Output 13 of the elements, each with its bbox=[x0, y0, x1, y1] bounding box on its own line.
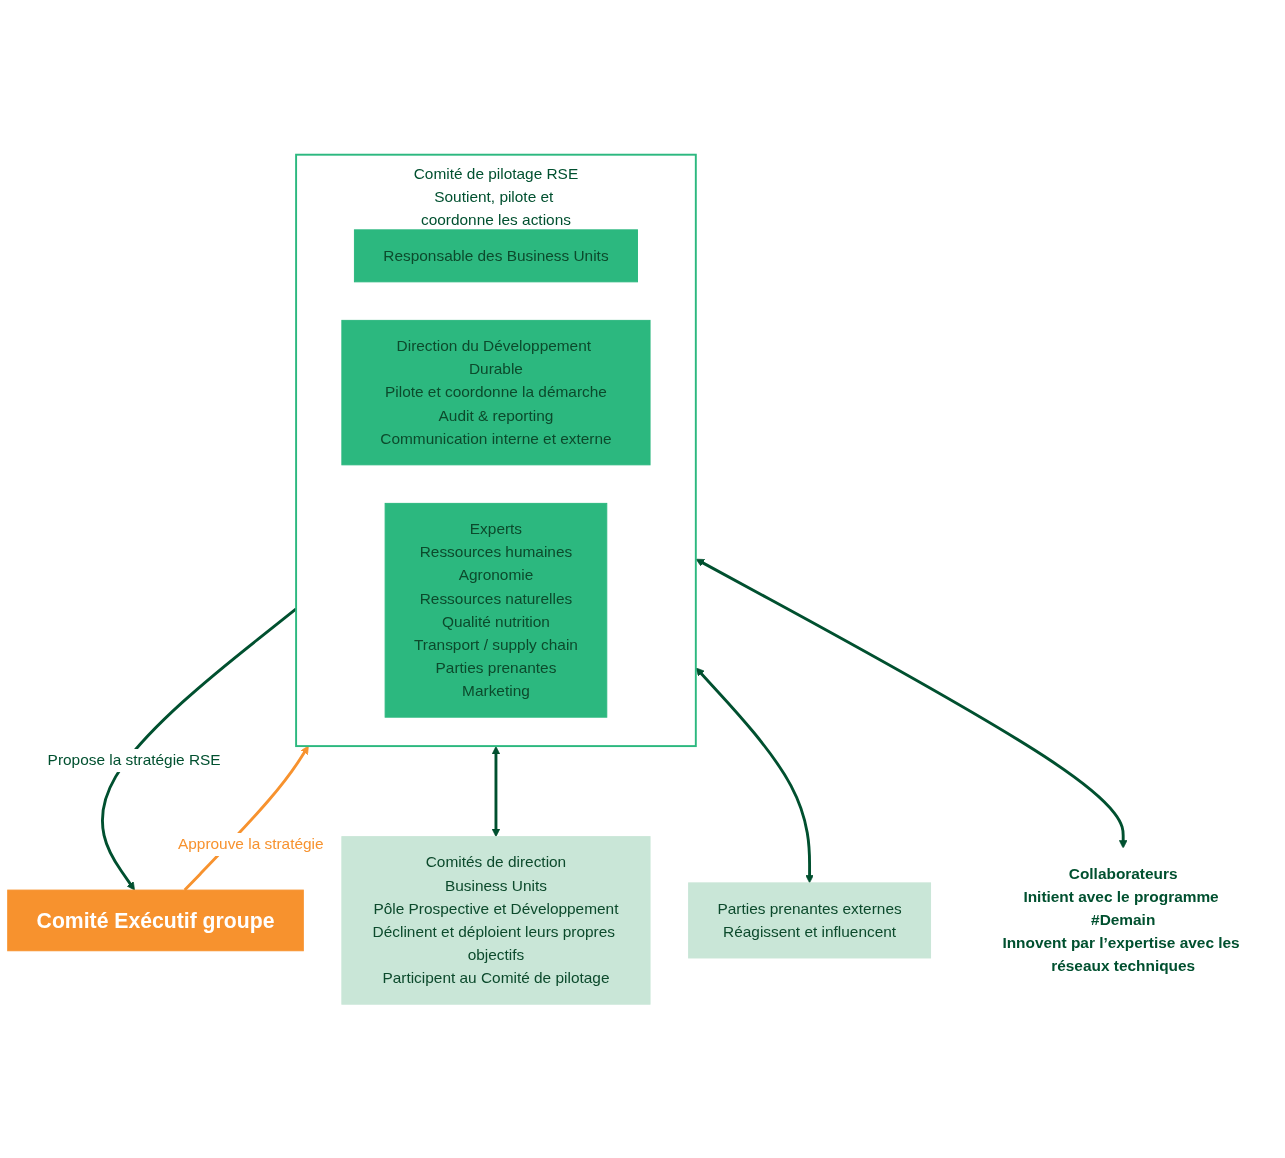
node-box: Direction du Développement Durable Pilote et coordonne la démarche Audit & reporting Communication interne et externe bbox=[341, 319, 651, 465]
arrow bbox=[695, 667, 814, 883]
node-box: Comités de direction Business Units Pôle Prospective et Développement Déclinent et déploient leurs propres objectifs Participent au Comité de pilotage bbox=[341, 835, 651, 1005]
arrow bbox=[695, 558, 1128, 849]
node-text: Collaborateurs Initient avec le programme #Demain Innovent par l’expertise avec les réseaux techniques bbox=[1002, 865, 1240, 974]
arrow bbox=[491, 745, 501, 837]
edge-label: Propose la stratégie RSE bbox=[47, 751, 221, 768]
node-box: Responsable des Business Units bbox=[353, 228, 638, 282]
edge-label: Approuve la stratégie bbox=[177, 835, 324, 852]
node-box: Comité Exécutif groupe bbox=[7, 889, 304, 951]
node-box: Experts Ressources humaines Agronomie Ressources naturelles Qualité nutrition Transport / supply chain Parties prenantes Marketing bbox=[384, 502, 608, 718]
arrow bbox=[101, 607, 297, 890]
node-box: Parties prenantes externes Réagissent et influencent bbox=[688, 881, 932, 958]
